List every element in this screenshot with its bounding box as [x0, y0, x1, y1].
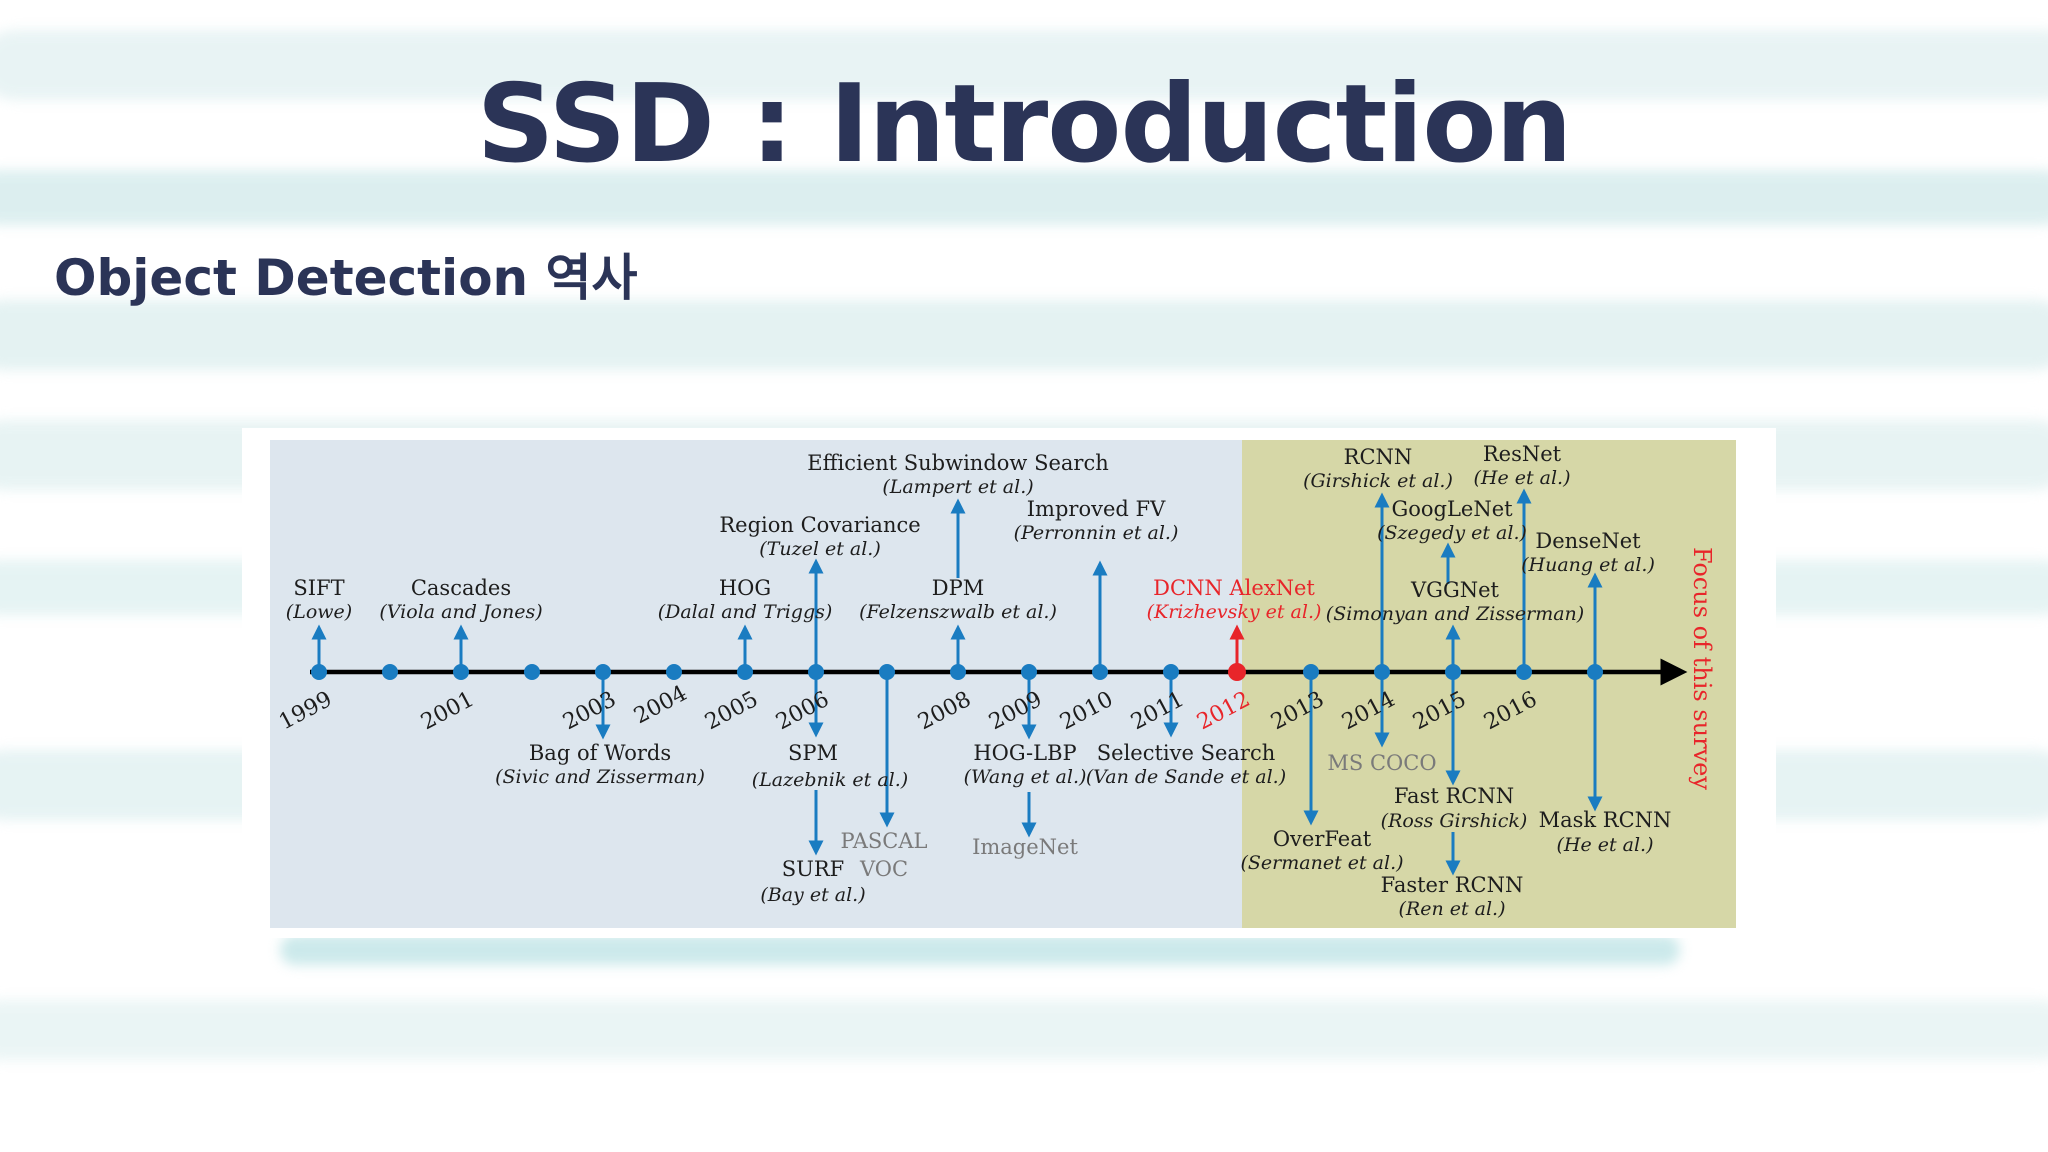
author-selective-search: (Van de Sande et al.)	[1086, 766, 1286, 788]
label-googlenet: GoogLeNet	[1391, 497, 1513, 521]
year-dot	[950, 664, 966, 680]
year-dot	[311, 664, 327, 680]
bg-stripe	[0, 170, 2048, 225]
label-mask-rcnn: Mask RCNN	[1539, 808, 1672, 832]
label-fast-rcnn: Fast RCNN	[1394, 784, 1514, 808]
label-hog-lbp: HOG-LBP	[973, 741, 1076, 765]
year-dot	[1163, 664, 1179, 680]
author-fast-rcnn: (Ross Girshick)	[1381, 810, 1528, 832]
object-detection-timeline: 1999 2001 2003 2004 2005 2006 2008 2009 …	[270, 440, 1736, 928]
author-googlenet: (Szegedy et al.)	[1377, 522, 1527, 544]
label-improved-fv: Improved FV	[1027, 497, 1166, 521]
author-sift: (Lowe)	[286, 601, 352, 623]
year-dot	[595, 664, 611, 680]
label-sift: SIFT	[293, 576, 344, 600]
author-vggnet: (Simonyan and Zisserman)	[1326, 603, 1584, 625]
author-cascades: (Viola and Jones)	[379, 601, 542, 623]
author-mask-rcnn: (He et al.)	[1556, 834, 1653, 856]
slide-subtitle: Object Detection 역사	[54, 249, 638, 307]
bg-stripe	[0, 1000, 2048, 1060]
year-dot	[1374, 664, 1390, 680]
label-pascal: PASCAL	[841, 829, 928, 853]
label-ms-coco: MS COCO	[1327, 751, 1436, 775]
author-faster-rcnn: (Ren et al.)	[1398, 898, 1505, 920]
year-dot	[808, 664, 824, 680]
label-cascades: Cascades	[411, 576, 511, 600]
bg-stripe	[280, 935, 1680, 965]
author-dpm: (Felzenszwalb et al.)	[859, 601, 1057, 623]
year-dot-2012	[1228, 663, 1246, 681]
author-spm: (Lazebnik et al.)	[752, 769, 908, 791]
label-bag-of-words: Bag of Words	[529, 741, 671, 765]
author-overfeat: (Sermanet et al.)	[1240, 852, 1403, 874]
author-dcnn-alexnet: (Krizhevsky et al.)	[1147, 601, 1322, 623]
year-dot	[453, 664, 469, 680]
label-hog: HOG	[719, 576, 771, 600]
author-surf: (Bay et al.)	[760, 884, 865, 906]
panel-left	[270, 440, 1242, 928]
author-bag-of-words: (Sivic and Zisserman)	[495, 766, 705, 788]
label-spm: SPM	[788, 741, 838, 765]
label-surf: SURF	[782, 857, 844, 881]
year-dot	[666, 664, 682, 680]
year-dot	[1303, 664, 1319, 680]
year-dot	[382, 664, 398, 680]
label-rcnn: RCNN	[1344, 445, 1413, 469]
slide-title: SSD : Introduction	[476, 62, 1573, 187]
label-imagenet: ImageNet	[972, 835, 1078, 859]
label-selective-search: Selective Search	[1097, 741, 1276, 765]
label-ess: Efficient Subwindow Search	[807, 451, 1108, 475]
bg-stripe	[0, 300, 2048, 370]
label-densenet: DenseNet	[1535, 529, 1641, 553]
author-resnet: (He et al.)	[1473, 467, 1570, 489]
label-dpm: DPM	[932, 576, 984, 600]
year-dot	[1516, 664, 1532, 680]
author-rcnn: (Girshick et al.)	[1303, 470, 1453, 492]
year-dot	[1092, 664, 1108, 680]
label-vggnet: VGGNet	[1410, 578, 1500, 602]
focus-of-survey-label: Focus of this survey	[1688, 547, 1716, 790]
label-voc: VOC	[859, 857, 908, 881]
label-overfeat: OverFeat	[1273, 827, 1372, 851]
year-dot	[524, 664, 540, 680]
panel-right	[1242, 440, 1736, 928]
year-dot	[737, 664, 753, 680]
year-dot	[1587, 664, 1603, 680]
label-region-covariance: Region Covariance	[719, 513, 920, 537]
label-resnet: ResNet	[1483, 442, 1562, 466]
year-dot	[1021, 664, 1037, 680]
author-densenet: (Huang et al.)	[1521, 554, 1655, 576]
year-dot	[879, 664, 895, 680]
bg-stripe	[0, 30, 2048, 100]
author-improved-fv: (Perronnin et al.)	[1014, 522, 1179, 544]
author-hog: (Dalal and Triggs)	[658, 601, 833, 623]
author-ess: (Lampert et al.)	[882, 476, 1033, 498]
label-dcnn-alexnet: DCNN AlexNet	[1153, 576, 1315, 600]
author-region-covariance: (Tuzel et al.)	[759, 538, 880, 560]
label-faster-rcnn: Faster RCNN	[1381, 873, 1524, 897]
author-hog-lbp: (Wang et al.)	[964, 766, 1087, 788]
year-dot	[1445, 664, 1461, 680]
